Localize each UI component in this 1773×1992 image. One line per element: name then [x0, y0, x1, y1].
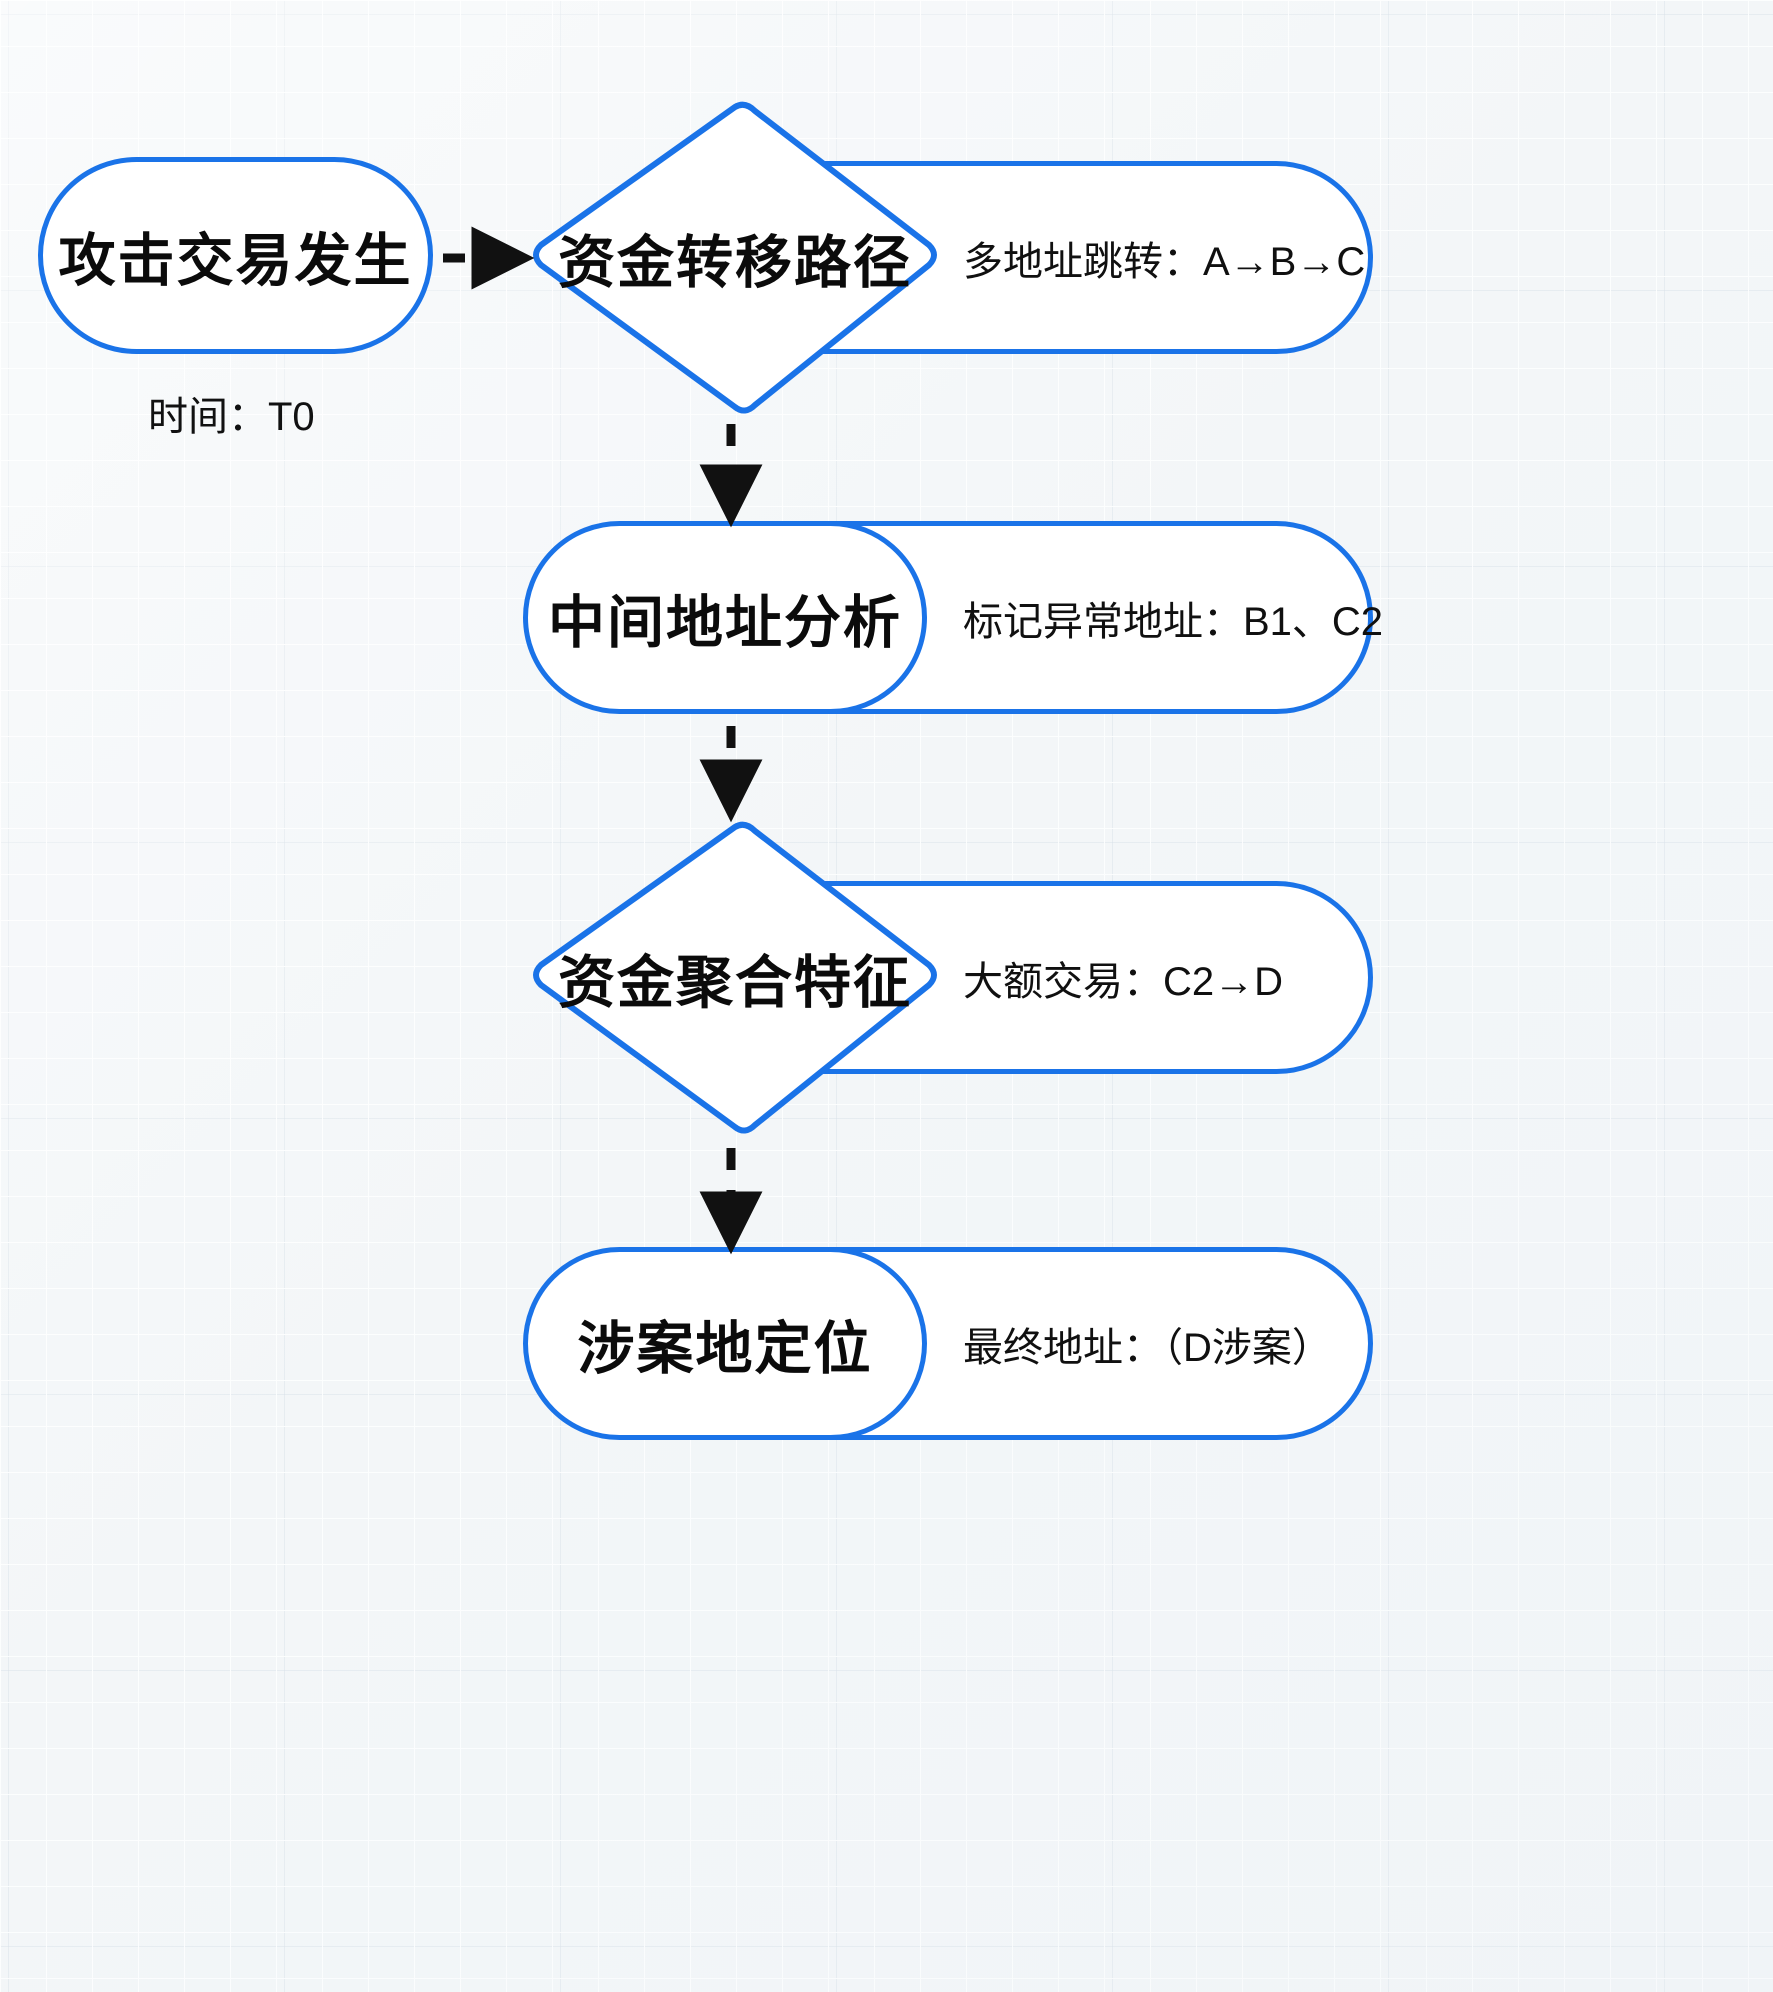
node-intermediate-address-analysis[interactable]: 中间地址分析 [523, 521, 927, 714]
annotation-text-path: 多地址跳转：A→B→C [963, 239, 1366, 284]
diamond-shape-path-icon [533, 101, 937, 414]
caption-time-t0: 时间：T0 [148, 395, 315, 439]
node-fund-transfer-path-label: 资金转移路径 [558, 231, 912, 295]
node-case-location-label: 涉案地定位 [577, 1316, 873, 1381]
node-attack-transaction-label: 攻击交易发生 [58, 228, 413, 293]
node-intermediate-address-analysis-label: 中间地址分析 [548, 590, 902, 655]
node-attack-transaction[interactable]: 攻击交易发生 [38, 157, 433, 354]
node-fund-aggregation-feature-label: 资金聚合特征 [558, 951, 912, 1015]
diamond-shape-aggregation-icon [533, 821, 937, 1134]
annotation-text-aggregation: 大额交易：C2→D [963, 959, 1284, 1004]
node-case-location[interactable]: 涉案地定位 [523, 1247, 927, 1440]
annotation-text-address: 标记异常地址：B1、C2 [963, 599, 1384, 644]
node-fund-aggregation-feature[interactable]: 资金聚合特征 [523, 813, 947, 1143]
node-fund-transfer-path[interactable]: 资金转移路径 [523, 93, 947, 423]
annotation-text-final: 最终地址：（D涉案） [963, 1325, 1332, 1370]
